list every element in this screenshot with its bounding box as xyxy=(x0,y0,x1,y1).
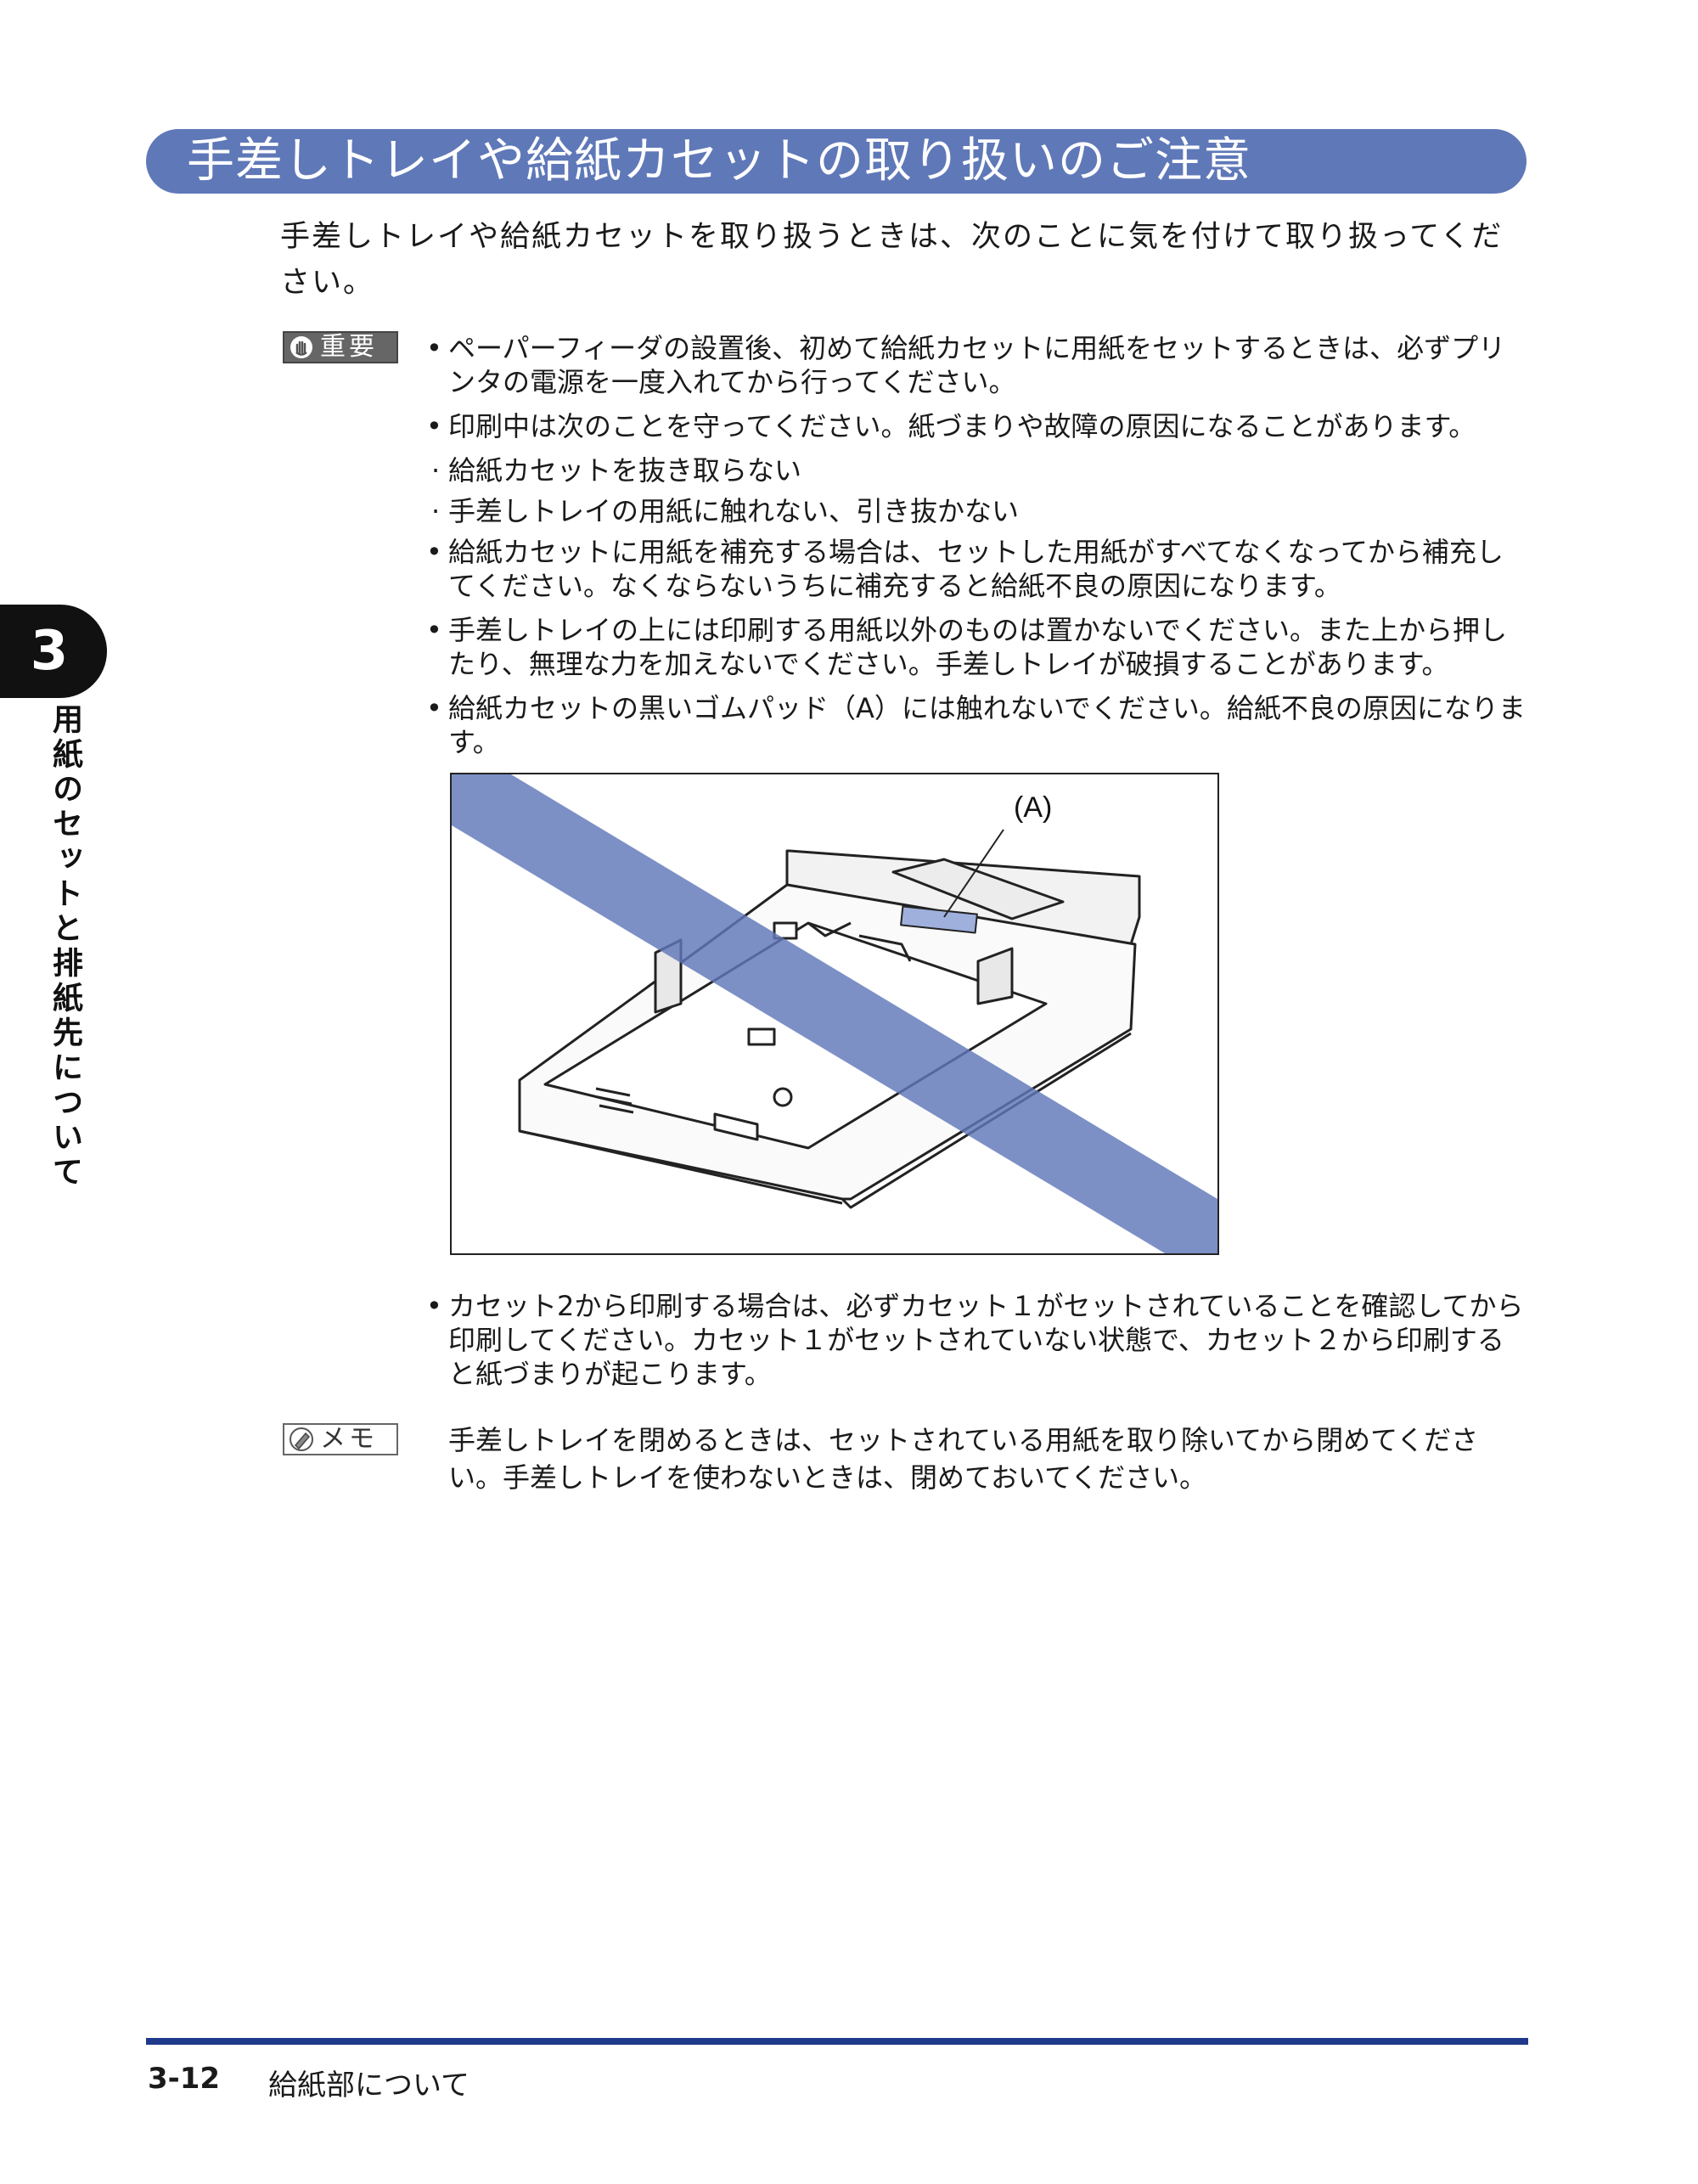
pencil-icon xyxy=(288,1426,315,1453)
footer-rule xyxy=(146,2038,1528,2045)
list-item: 給紙カセットに用紙を補充する場合は、セットした用紙がすべてなくなってから補充して… xyxy=(424,535,1528,603)
list-item: カセット2から印刷する場合は、必ずカセット１がセットされていることを確認してから… xyxy=(424,1289,1528,1391)
sub-list-item: 給紙カセットを抜き取らない xyxy=(424,453,1528,487)
sub-list-item: 手差しトレイの用紙に触れない、引き抜かない xyxy=(424,494,1528,528)
page-title: 手差しトレイや給紙カセットの取り扱いのご注意 xyxy=(187,133,1251,189)
cassette-figure: (A) xyxy=(450,773,1219,1255)
memo-text: 手差しトレイを閉めるときは、セットされている用紙を取り除いてから閉めてください。… xyxy=(448,1424,1479,1494)
page-number: 3-12 xyxy=(148,2062,221,2096)
prohibition-stripe xyxy=(452,774,1217,1253)
figure-label-a: (A) xyxy=(1014,791,1052,824)
after-figure-list: カセット2から印刷する場合は、必ずカセット１がセットされていることを確認してから… xyxy=(424,1289,1528,1401)
list-item: 手差しトレイの上には印刷する用紙以外のものは置かないでください。また上から押した… xyxy=(424,613,1528,681)
important-badge: 重要 xyxy=(283,331,398,363)
chapter-number: 3 xyxy=(30,620,69,683)
hand-stop-icon xyxy=(288,334,315,361)
intro-paragraph: 手差しトレイや給紙カセットを取り扱うときは、次のことに気を付けて取り扱ってくださ… xyxy=(280,220,1504,300)
memo-label: メモ xyxy=(320,1424,378,1454)
section-title-bar: 手差しトレイや給紙カセットの取り扱いのご注意 xyxy=(146,129,1527,194)
memo-badge: メモ xyxy=(283,1423,398,1455)
footer-section-title: 給紙部について xyxy=(268,2069,469,2102)
list-item: 給紙カセットの黒いゴムパッド（A）には触れないでください。給紙不良の原因になりま… xyxy=(424,691,1528,759)
important-list: ペーパーフィーダの設置後、初めて給紙カセットに用紙をセットするときは、必ずプリン… xyxy=(424,331,1528,769)
important-label: 重要 xyxy=(320,332,378,362)
list-item: ペーパーフィーダの設置後、初めて給紙カセットに用紙をセットするときは、必ずプリン… xyxy=(424,331,1528,399)
paper-cassette-illustration: (A) xyxy=(452,774,1217,1253)
chapter-tab: 3 xyxy=(0,605,107,698)
chapter-title-vertical: 用紙のセットと排紙先について xyxy=(48,703,82,1191)
list-item: 印刷中は次のことを守ってください。紙づまりや故障の原因になることがあります。 xyxy=(424,409,1528,443)
